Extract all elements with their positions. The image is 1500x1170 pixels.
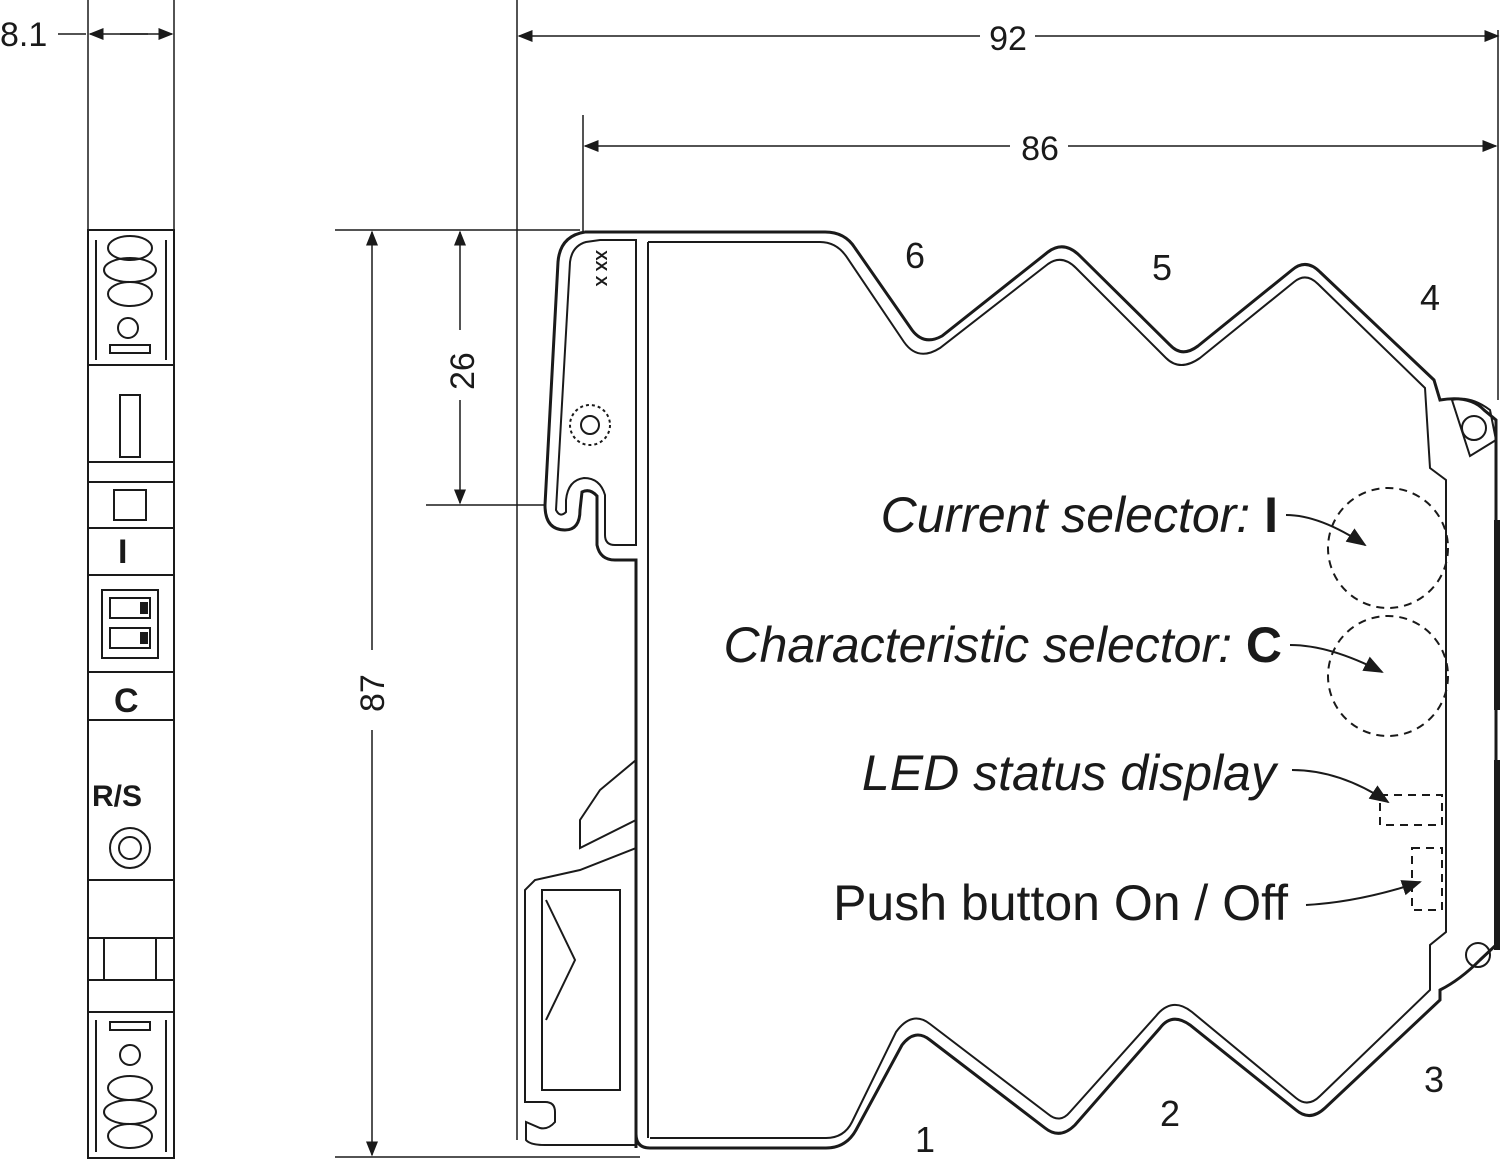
characteristic-selector-text: Characteristic selector: — [724, 617, 1246, 673]
dim-width-side: 8.1 — [0, 16, 47, 54]
rail-clip-icon — [88, 938, 174, 981]
right-edge-bar — [1494, 520, 1500, 710]
dim-body-width: 86 — [1021, 130, 1059, 168]
front-body-outline — [87, 229, 175, 1159]
switch-window-icon — [119, 394, 141, 458]
dim-overall-width: 92 — [989, 20, 1027, 58]
characteristic-selector-symbol: C — [1246, 617, 1282, 673]
right-edge-bar — [1494, 760, 1500, 950]
lower-rail-hook — [524, 847, 637, 1146]
current-selector-symbol: I — [1264, 487, 1278, 543]
terminal-6-label: 6 — [905, 235, 925, 276]
characteristic-selector-callout: Characteristic selector: C — [724, 617, 1283, 673]
characteristic-selector-icon — [1327, 615, 1449, 737]
push-button-outline-icon — [1411, 847, 1443, 911]
dip-selector-icon — [101, 589, 159, 659]
front-view: 8.1 I — [0, 0, 175, 1159]
front-characteristic-symbol: C — [114, 682, 139, 720]
approval-mark-icon — [569, 404, 611, 446]
m-mark-icon — [113, 489, 147, 521]
housing-outline — [585, 230, 1498, 1150]
push-button-callout: Push button On / Off — [833, 875, 1288, 931]
top-terminal-screw-icon — [95, 235, 167, 360]
top-ear-icon — [1450, 397, 1498, 458]
side-dimensions: 92 86 87 26 — [335, 0, 1500, 1158]
rail-clip — [543, 230, 638, 1148]
spring-icon — [545, 899, 577, 1021]
housing-inner-outline — [648, 241, 1447, 1139]
leader-line — [1291, 769, 1390, 804]
terminal-3-label: 3 — [1424, 1059, 1444, 1100]
bottom-terminal-screw-icon — [95, 1020, 167, 1152]
terminal-1-label: 1 — [915, 1119, 935, 1160]
front-reset-label: R/S — [92, 780, 142, 813]
lower-cavity — [541, 889, 621, 1091]
push-button-icon — [109, 827, 151, 869]
marking-text: XX X — [592, 250, 609, 287]
leader-line — [1285, 514, 1367, 547]
internal-rib — [579, 759, 637, 850]
dim-height: 87 — [354, 674, 392, 712]
led-status-icon — [1379, 794, 1443, 826]
current-selector-icon — [1327, 487, 1449, 609]
terminal-5-label: 5 — [1152, 247, 1172, 288]
bottom-ear-icon — [1465, 942, 1491, 968]
leader-line — [1305, 880, 1422, 906]
terminal-2-label: 2 — [1160, 1093, 1180, 1134]
current-selector-callout: Current selector: I — [881, 487, 1278, 543]
side-view: XX X 6 5 4 3 2 1 — [524, 230, 1500, 1160]
front-current-symbol: I — [118, 533, 127, 571]
leader-line — [1289, 644, 1384, 673]
terminal-4-label: 4 — [1420, 277, 1440, 318]
led-status-callout: LED status display — [862, 745, 1279, 801]
current-selector-text: Current selector: — [881, 487, 1264, 543]
dim-clip-height: 26 — [444, 352, 482, 390]
